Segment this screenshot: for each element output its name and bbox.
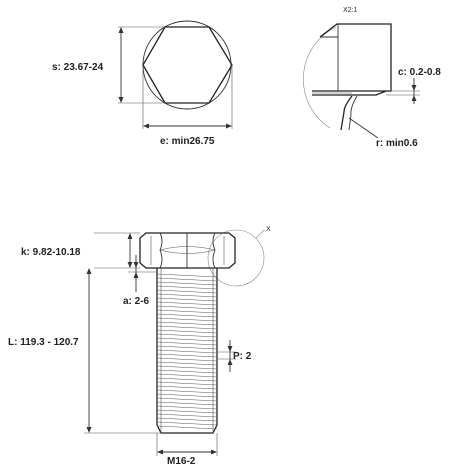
thread-line	[156, 305, 218, 310]
thread-line	[156, 301, 218, 306]
P-label: P: 2	[233, 351, 252, 362]
detail-fillet	[340, 95, 353, 131]
thread-line	[156, 413, 218, 418]
thread-line	[156, 273, 218, 278]
hex-outline	[142, 26, 233, 104]
thread-line	[156, 321, 218, 326]
hex-circumcircle	[142, 20, 232, 110]
s-label: s: 23.67-24	[52, 62, 104, 73]
thread-line	[156, 325, 218, 330]
thread-line	[156, 405, 218, 410]
thread-line	[156, 393, 218, 398]
bolt-head	[139, 232, 236, 269]
thread-line	[156, 381, 218, 386]
thread-line	[156, 285, 218, 290]
thread-line	[156, 385, 218, 390]
detail-scale-label: X2:1	[343, 7, 358, 14]
detail-head-outline	[312, 23, 392, 92]
thread-line	[156, 297, 218, 302]
thread-line	[156, 365, 218, 370]
thread-line	[156, 333, 218, 338]
L-label: L: 119.3 - 120.7	[8, 337, 79, 348]
thread-line	[156, 309, 218, 314]
hex-top-view	[118, 20, 233, 129]
thread-line	[156, 341, 218, 346]
bolt-shank	[156, 268, 218, 434]
thread-line	[156, 401, 218, 406]
thread-line	[156, 277, 218, 282]
r-leader	[348, 117, 379, 139]
thread-line	[156, 317, 218, 322]
thread-line	[156, 329, 218, 334]
e-label: e: min26.75	[160, 136, 215, 147]
thread-line	[156, 409, 218, 414]
k-label: k: 9.82-10.18	[21, 247, 81, 258]
M-label: M16-2	[167, 456, 196, 467]
a-label: a: 2-6	[123, 296, 150, 307]
thread-line	[156, 293, 218, 298]
detail-marker-label: X	[266, 226, 271, 233]
thread-line	[156, 377, 218, 382]
thread-line	[156, 361, 218, 366]
thread-line	[156, 369, 218, 374]
thread-line	[156, 345, 218, 350]
thread-line	[156, 425, 218, 430]
thread-lines	[156, 273, 218, 430]
detail-underhead	[312, 90, 387, 96]
thread-line	[156, 313, 218, 318]
detail-x-view	[303, 23, 420, 139]
bolt-side-view	[84, 229, 265, 456]
thread-line	[156, 337, 218, 342]
thread-line	[156, 417, 218, 422]
thread-line	[156, 397, 218, 402]
thread-line	[156, 357, 218, 362]
r-label: r: min0.6	[376, 138, 418, 149]
thread-line	[156, 353, 218, 358]
thread-line	[156, 289, 218, 294]
thread-line	[156, 373, 218, 378]
detail-circle	[303, 26, 337, 129]
detail-marker-circle	[207, 229, 265, 287]
thread-line	[156, 349, 218, 354]
thread-line	[156, 281, 218, 286]
thread-line	[156, 421, 218, 426]
c-label: c: 0.2-0.8	[398, 67, 441, 78]
thread-line	[156, 389, 218, 394]
